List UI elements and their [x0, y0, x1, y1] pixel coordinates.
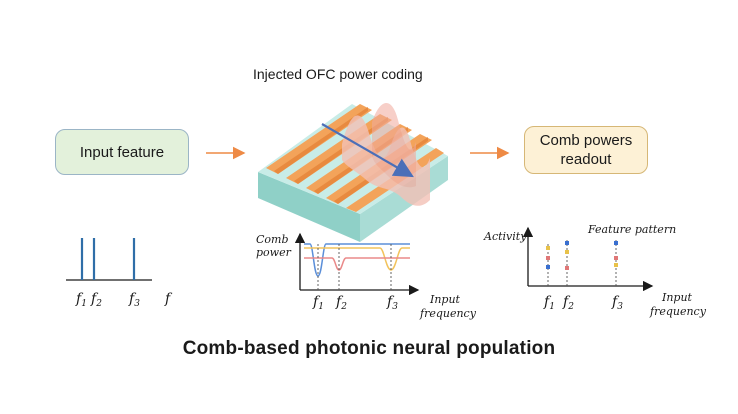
activity-dot-f1-blue: [546, 265, 550, 269]
activity-xlabel-2: frequency: [649, 305, 707, 318]
activity-tick-f2: f2: [562, 294, 574, 312]
spectrum-axis-label: f: [164, 291, 173, 307]
activity-dot-f1-red: [546, 256, 550, 260]
chip-slab-side-front: [258, 172, 360, 242]
activity-ylabel: Activity: [483, 230, 527, 243]
figure-caption: Comb-based photonic neural population: [182, 338, 556, 359]
spectrum-tick-f3: f3: [128, 291, 140, 309]
comb-power-xlabel-2: frequency: [419, 307, 477, 320]
comb-power-ylabel-2: power: [256, 246, 292, 259]
spectrum-tick-f1: f1: [75, 291, 87, 309]
activity-xlabel-1: Input: [661, 291, 693, 304]
activity-dot-f2-blue: [565, 241, 569, 245]
input-feature-box: Input feature: [55, 129, 189, 175]
activity-tick-f1: f1: [543, 294, 555, 312]
center-title: Injected OFC power coding: [253, 66, 423, 82]
comb-power-tick-f3: f3: [386, 294, 398, 312]
activity-dot-f3-blue: [614, 241, 618, 245]
photonic-chip-illustration: [258, 102, 448, 242]
input-feature-label: Input feature: [79, 143, 165, 161]
comb-power-ylabel-1: Comb: [256, 233, 289, 246]
activity-plot: Activity Feature pattern f1 f2 f3 Input …: [483, 223, 707, 318]
light-propagation-arrow: [321, 123, 414, 178]
activity-dot-f1-yellow: [546, 246, 550, 250]
comb-line-yellow: [304, 247, 410, 271]
feature-pattern-label: Feature pattern: [587, 223, 676, 236]
comb-line-red: [304, 257, 410, 271]
activity-dot-f2-yellow: [565, 250, 569, 254]
activity-dot-f3-yellow: [614, 263, 618, 267]
comb-power-tick-f2: f2: [335, 294, 347, 312]
spectrum-tick-f2: f2: [90, 291, 102, 309]
activity-dot-f2-red: [565, 266, 569, 270]
comb-line-blue: [304, 243, 410, 277]
comb-power-tick-f1: f1: [312, 294, 324, 312]
comb-power-plot: Comb power f1 f2 f3 Input frequency: [256, 232, 477, 320]
activity-dot-f3-red: [614, 256, 618, 260]
comb-readout-label: Comb powers readout: [539, 132, 633, 168]
input-spectrum-plot: f1 f2 f3 f: [66, 238, 173, 309]
activity-tick-f3: f3: [611, 294, 623, 312]
comb-readout-box: Comb powers readout: [524, 126, 648, 174]
comb-power-xlabel-1: Input: [429, 293, 461, 306]
